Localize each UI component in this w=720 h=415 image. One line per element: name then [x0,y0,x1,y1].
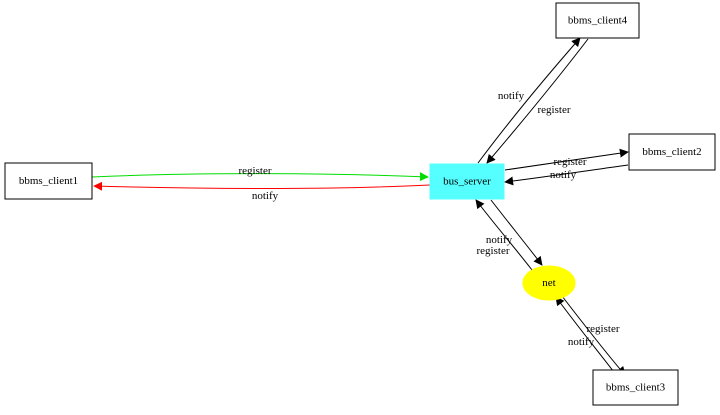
edge-label-client2-notify: notify [550,169,577,181]
edge-client2-notify [504,164,629,186]
edge-client3-notify [555,296,618,377]
edge-client1-notify [93,181,431,191]
edge-label-client1-register: register [239,165,272,177]
edge-label-client4-notify: notify [498,90,525,102]
node-label-bbms-client4: bbms_client4 [568,15,628,27]
node-label-net: net [542,277,555,289]
edge-client2-register [504,148,629,171]
node-bbms-client4: bbms_client4 [555,2,640,39]
edge-label-client1-notify: notify [252,190,279,202]
node-label-bus-server: bus_server [443,176,491,188]
node-label-bbms-client1: bbms_client1 [19,175,78,187]
edge-net-notify [490,199,543,266]
edge-client4-notify [477,37,581,164]
node-net: net [522,265,576,301]
node-label-bbms-client2: bbms_client2 [642,146,701,158]
edge-client3-register [561,295,626,376]
node-bbms-client2: bbms_client2 [628,133,716,171]
edge-client4-register [486,38,589,164]
edge-label-net-register: register [477,245,510,257]
edge-label-client3-notify: notify [568,336,595,348]
node-bbms-client3: bbms_client3 [592,369,679,406]
edge-net-register [475,199,533,271]
edge-label-client3-register: register [587,323,620,335]
node-label-bbms-client3: bbms_client3 [606,382,666,394]
edge-label-client2-register: register [554,156,587,168]
edge-client1-register [91,172,429,182]
node-bus-server: bus_server [429,163,505,200]
node-bbms-client1: bbms_client1 [4,162,93,200]
edge-label-client4-register: register [538,104,571,116]
